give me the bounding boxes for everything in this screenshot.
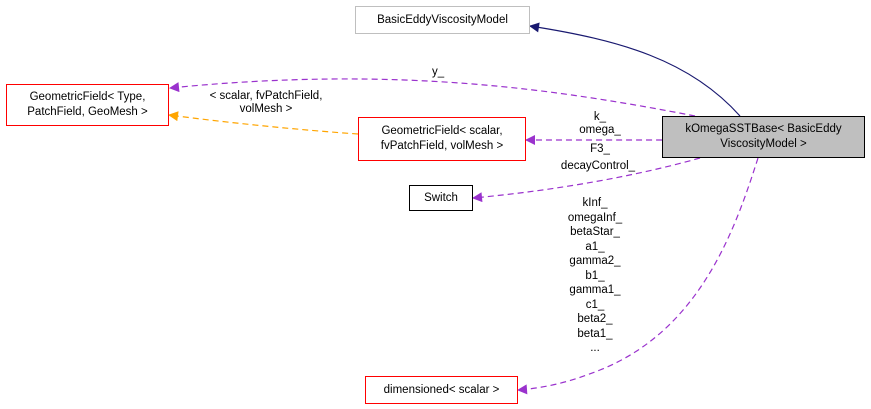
node-geometric-field-scalar[interactable]: GeometricField< scalar, fvPatchField, vo… <box>358 117 526 161</box>
node-label-line-1: GeometricField< Type, <box>29 91 146 103</box>
node-geometric-field-type[interactable]: GeometricField< Type, PatchField, GeoMes… <box>6 84 169 126</box>
node-label-line-2: PatchField, GeoMesh > <box>27 106 148 118</box>
node-label: Switch <box>424 191 458 204</box>
edge-label-template-args: < scalar, fvPatchField, volMesh > <box>209 90 323 115</box>
edge-template-instance <box>168 111 359 135</box>
edge-usage-switch <box>472 157 701 203</box>
edge-label-y: y_ <box>432 66 445 78</box>
node-label-line-1: kOmegaSSTBase< BasicEddy <box>685 123 842 135</box>
edge-label-geometric-members: k_ omega_ F3_ <box>579 111 621 155</box>
node-label: dimensioned< scalar > <box>383 383 500 396</box>
edge-inherits-basic-eddy <box>529 22 741 117</box>
edge-usage-y <box>169 78 696 117</box>
edge-label-dimensioned-members: kInf_ omegaInf_ betaStar_ a1_ gamma2_ b1… <box>567 197 623 354</box>
node-label-line-2: ViscosityModel > <box>720 138 807 150</box>
node-label-line-1: GeometricField< scalar, <box>381 125 503 137</box>
edge-usage-dimensioned <box>517 157 759 395</box>
node-label-line-2: fvPatchField, volMesh > <box>380 140 504 152</box>
node-komega-sst-base[interactable]: kOmegaSSTBase< BasicEddy ViscosityModel … <box>662 116 865 158</box>
node-dimensioned-scalar[interactable]: dimensioned< scalar > <box>365 376 518 404</box>
node-switch[interactable]: Switch <box>409 185 473 211</box>
edge-label-switch-members: decayControl_ <box>560 160 636 172</box>
node-basic-eddy-viscosity-model[interactable]: BasicEddyViscosityModel <box>355 6 530 34</box>
node-label: BasicEddyViscosityModel <box>377 13 508 26</box>
